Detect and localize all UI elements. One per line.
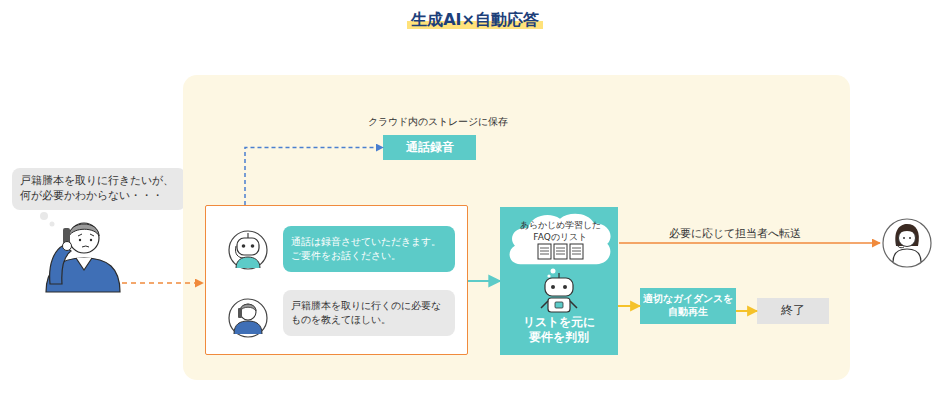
speech-bubble: 戸籍謄本を取りに行くのに必要な ものを教えてほしい。 (283, 290, 455, 336)
process-box: 適切なガイダンスを 自動再生 (640, 288, 736, 324)
speech-bubble: 戸籍謄本を取りに行きたいが、 何が必要かわからない・・・ (12, 168, 186, 210)
caller-arm (50, 245, 71, 284)
node-text: 終了 (757, 303, 829, 319)
caller-body (46, 258, 120, 292)
bubble-dot (50, 222, 55, 227)
node-text: 適切なガイダンスを 自動再生 (642, 293, 734, 319)
caller-figure (46, 223, 120, 292)
conversation-box: 通話は録音させていただきます。 ご要件をお話ください。戸籍謄本を取りに行くのに必… (205, 205, 468, 355)
speech-bubble: 通話は録音させていただきます。 ご要件をお話ください。 (283, 226, 455, 272)
caller-hair (69, 224, 99, 236)
operator-body (893, 249, 921, 262)
caller-collar (76, 258, 92, 270)
operator-figure (883, 219, 931, 267)
caller-mouth (82, 246, 89, 247)
operator-circle (883, 219, 931, 267)
thought-cloud: あらかじめ学習した FAQのリスト (505, 210, 615, 268)
end-box: 終了 (757, 298, 829, 324)
headset-mic (897, 240, 904, 248)
operator-hair (895, 224, 919, 246)
cloud-outline (510, 214, 611, 264)
storage-box: 通話録音 (383, 135, 476, 160)
caller-head (69, 223, 99, 253)
storage-note: クラウド内のストレージに保存 (368, 116, 493, 128)
caller-brows (78, 234, 94, 236)
operator-eye (903, 237, 905, 239)
caller-eye (79, 239, 81, 241)
phone-icon (63, 228, 70, 245)
operator-bangs (898, 228, 916, 234)
node-text: 通話録音 (383, 140, 476, 156)
node-text: 戸籍謄本を取りに行くのに必要な ものを教えてほしい。 (291, 299, 447, 326)
operator-eye (909, 237, 911, 239)
node-text: 戸籍謄本を取りに行きたいが、 何が必要かわからない・・・ (20, 174, 178, 204)
operator-face (899, 230, 916, 247)
title-row: 生成AI×自動応答 (0, 10, 950, 31)
node-text: リストを元に 要件を判別 (504, 315, 614, 346)
node-text: 通話は録音させていただきます。 ご要件をお話ください。 (291, 235, 447, 262)
caller-eye (90, 239, 92, 241)
node-text: あらかじめ学習した FAQのリスト (510, 219, 610, 243)
edge-label: 必要に応じて担当者へ転送 (660, 227, 810, 241)
ai-judge-box: リストを元に 要件を判別 あらかじめ学習した FAQのリスト (500, 207, 618, 355)
bubble-dot (40, 212, 48, 220)
caller-hand (63, 242, 72, 251)
diagram-title: 生成AI×自動応答 (407, 10, 543, 29)
